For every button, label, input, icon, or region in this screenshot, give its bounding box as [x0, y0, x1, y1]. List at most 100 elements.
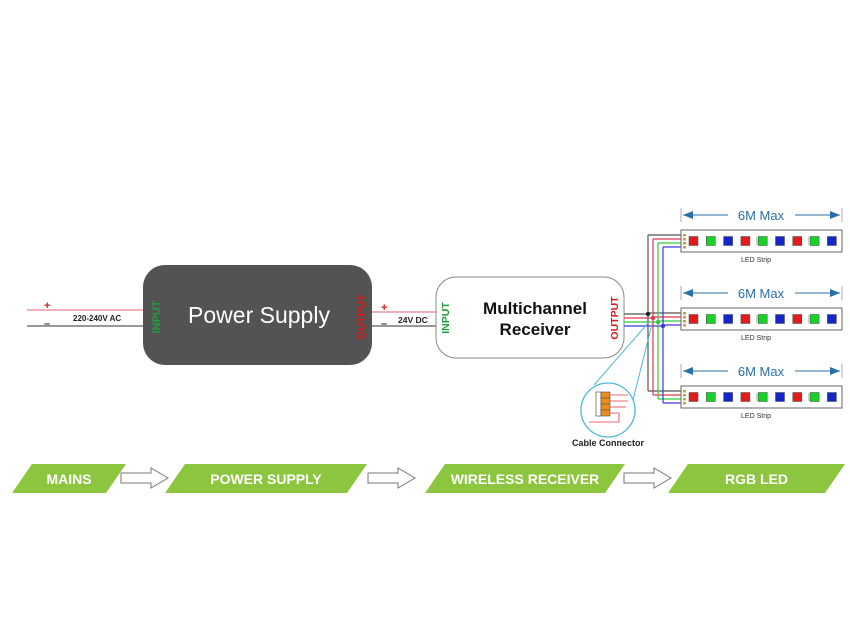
led-blue [775, 392, 785, 402]
led-green [706, 236, 716, 246]
resistor-mark [756, 393, 758, 401]
connector-icon [589, 391, 628, 423]
strip-pin [683, 394, 686, 397]
led-red [740, 392, 751, 402]
dc-plus-sign: + [381, 302, 387, 314]
strip-name-label: LED Strip [741, 257, 771, 264]
junction-dot [655, 319, 661, 325]
flow-step-label: WIRELESS RECEIVER [451, 471, 600, 487]
led-green [757, 392, 768, 402]
strip-length-label: 6M Max [738, 364, 785, 379]
led-red [740, 314, 751, 324]
led-red [740, 236, 751, 246]
junction-dot [650, 315, 656, 321]
dc-wires: + – 24V DC [372, 302, 437, 330]
power-supply-box [143, 265, 372, 365]
cable-connector-label: Cable Connector [572, 438, 645, 448]
led-green [706, 392, 716, 402]
led-blue [827, 236, 837, 246]
resistor-mark [808, 315, 810, 323]
flow-step-label: POWER SUPPLY [210, 471, 322, 487]
led-blue [723, 236, 733, 246]
dc-minus-sign: – [381, 318, 387, 330]
flow-step-4: RGB LED [668, 464, 845, 493]
strip-pin [683, 320, 686, 323]
led-green [809, 392, 820, 402]
receiver-input-label: INPUT [440, 302, 452, 334]
strip-pin [683, 312, 686, 315]
led-red [792, 392, 803, 402]
led-red [792, 236, 803, 246]
led-green [809, 314, 820, 324]
strip-pin [683, 324, 686, 327]
led-green [809, 236, 820, 246]
led-green [757, 314, 768, 324]
flow-arrow-icon [367, 467, 416, 489]
strip-pin [683, 390, 686, 393]
mains-plus-sign: + [44, 300, 50, 312]
led-red [688, 236, 699, 246]
strip-pin [683, 402, 686, 405]
led-blue [723, 392, 733, 402]
flow-step-label: MAINS [46, 471, 91, 487]
resistor-mark [756, 315, 758, 323]
strip-name-label: LED Strip [741, 335, 771, 342]
led-green [757, 236, 768, 246]
flow-banner [12, 464, 126, 493]
resistor-mark [756, 237, 758, 245]
led-red [688, 392, 699, 402]
led-blue [827, 314, 837, 324]
flow-arrow-icon [120, 467, 169, 489]
cable-connector-callout: Cable Connector [572, 321, 653, 448]
flow-banner [668, 464, 845, 493]
led-blue [827, 392, 837, 402]
receiver-output-label: OUTPUT [609, 296, 621, 340]
resistor-mark [808, 393, 810, 401]
flow-steps: MAINS POWER SUPPLY WIRELESS RECEIVER RGB LE… [12, 464, 845, 493]
power-supply-input-label: INPUT [151, 300, 163, 333]
power-supply-output-label: OUTPUT [356, 294, 368, 340]
flow-step-label: RGB LED [725, 471, 788, 487]
led-red [688, 314, 699, 324]
mains-voltage-label: 220-240V AC [73, 314, 121, 323]
strip-pin [683, 316, 686, 319]
junction-dot [645, 311, 651, 317]
flow-arrow-icon [623, 467, 672, 489]
flow-banner [425, 464, 625, 493]
strip-length-label: 6M Max [738, 208, 785, 223]
power-supply-title: Power Supply [188, 302, 330, 328]
led-green [706, 314, 716, 324]
flow-banner [165, 464, 367, 493]
power-supply-block: Power Supply INPUT OUTPUT [143, 265, 372, 365]
strip-pin [683, 238, 686, 241]
led-red [792, 314, 803, 324]
strip-pin [683, 234, 686, 237]
led-blue [775, 236, 785, 246]
mains-wires: + – 220-240V AC [27, 300, 145, 330]
led-blue [723, 314, 733, 324]
receiver-block: Multichannel Receiver INPUT OUTPUT [435, 276, 625, 359]
rgb-output-wiring [624, 234, 683, 404]
resistor-mark [808, 237, 810, 245]
strip-length-label: 6M Max [738, 286, 785, 301]
led-blue [775, 314, 785, 324]
strip-pin [683, 246, 686, 249]
receiver-title-line2: Receiver [500, 320, 571, 339]
junction-dot [660, 323, 666, 329]
flow-step-2: POWER SUPPLY [165, 464, 367, 493]
strip-pin [683, 242, 686, 245]
receiver-title-line1: Multichannel [483, 299, 587, 318]
strip-name-label: LED Strip [741, 413, 771, 420]
flow-step-1: MAINS [12, 464, 126, 493]
strip-pin [683, 398, 686, 401]
dc-voltage-label: 24V DC [398, 315, 428, 325]
callout-line-left [593, 321, 650, 386]
mains-minus-sign: – [44, 318, 50, 330]
flow-step-3: WIRELESS RECEIVER [425, 464, 625, 493]
callout-line-right [632, 323, 653, 401]
